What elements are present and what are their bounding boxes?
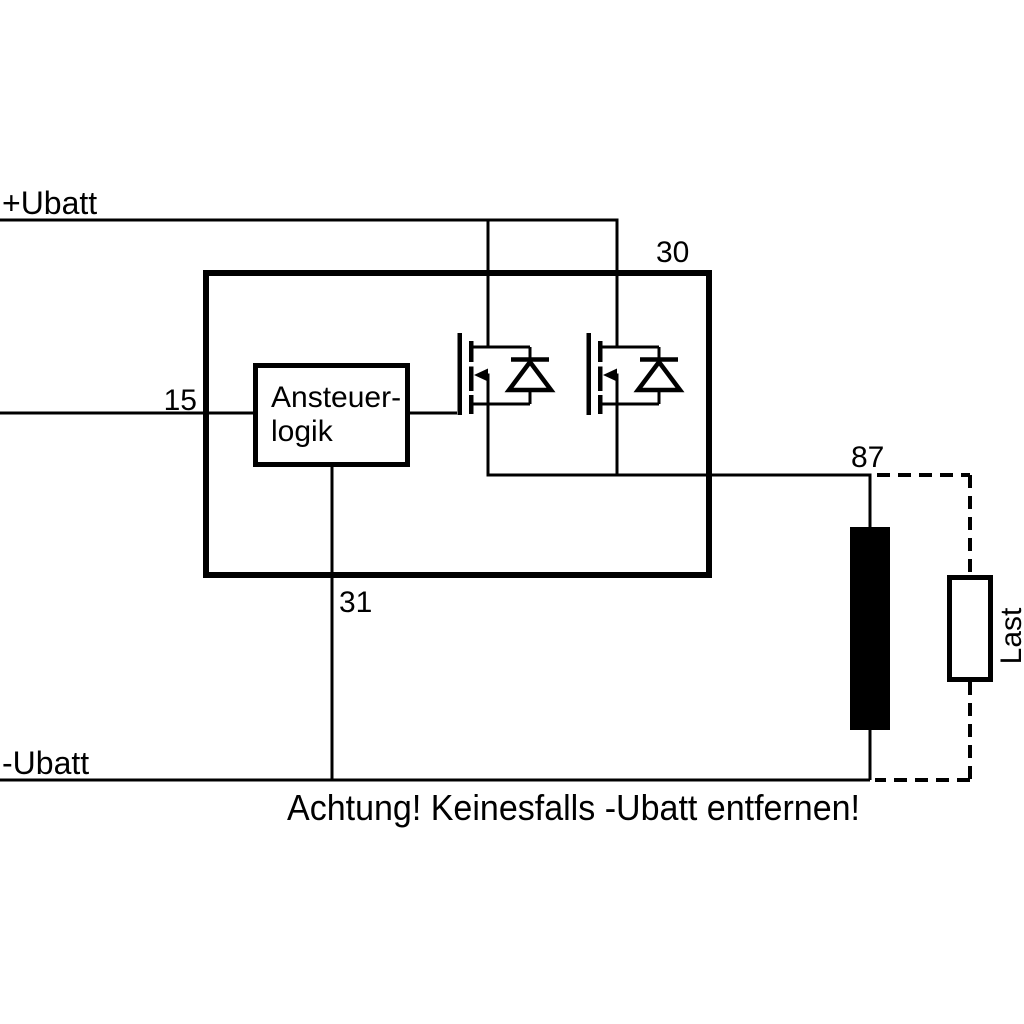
terminal-15-label: 15: [164, 384, 197, 417]
mosfet-2-channel-dash: [598, 341, 603, 362]
control-logic-block: Ansteuer- logik: [253, 363, 410, 467]
terminal-87-label: 87: [851, 441, 884, 474]
relay-housing-box: [203, 270, 712, 578]
mosfet-2-body-arrow-icon: [603, 368, 617, 382]
mosfet-1-gate-bar: [457, 333, 462, 415]
load-resistor-bar: [850, 527, 890, 730]
control-logic-label-line2: logik: [271, 415, 334, 448]
mosfet-2-diode-triangle: [633, 358, 685, 393]
output-87-rail-wire: [486, 404, 872, 527]
load-dashed-loop: Last: [875, 473, 1024, 782]
mosfet-1-body-diode: [504, 347, 556, 404]
mosfet-2-body-diode: [633, 347, 685, 404]
load-label: Last: [995, 607, 1024, 664]
mosfet-1-diode-triangle: [504, 358, 556, 393]
minus-ubatt-label: -Ubatt: [2, 745, 89, 781]
mosfet-2: [586, 333, 685, 415]
plus-ubatt-wire: [0, 218, 619, 347]
mosfet-2-channel-dash: [598, 366, 603, 391]
mosfet-1-channel-dash: [469, 366, 474, 391]
terminal-30-label: 30: [656, 236, 689, 269]
mosfet-1-body-arrow-icon: [474, 368, 488, 382]
terminal-31-label: 31: [339, 586, 372, 619]
load-box: [947, 575, 993, 682]
mosfet-1: [457, 333, 556, 415]
control-logic-box: [253, 363, 410, 467]
plus-ubatt-label: +Ubatt: [2, 185, 97, 221]
mosfet-1-channel-dash: [469, 341, 474, 362]
control-logic-label-line1: Ansteuer-: [271, 381, 401, 414]
warning-text: Achtung! Keinesfalls -Ubatt entfernen!: [287, 787, 860, 828]
mosfet-2-gate-bar: [586, 333, 591, 415]
